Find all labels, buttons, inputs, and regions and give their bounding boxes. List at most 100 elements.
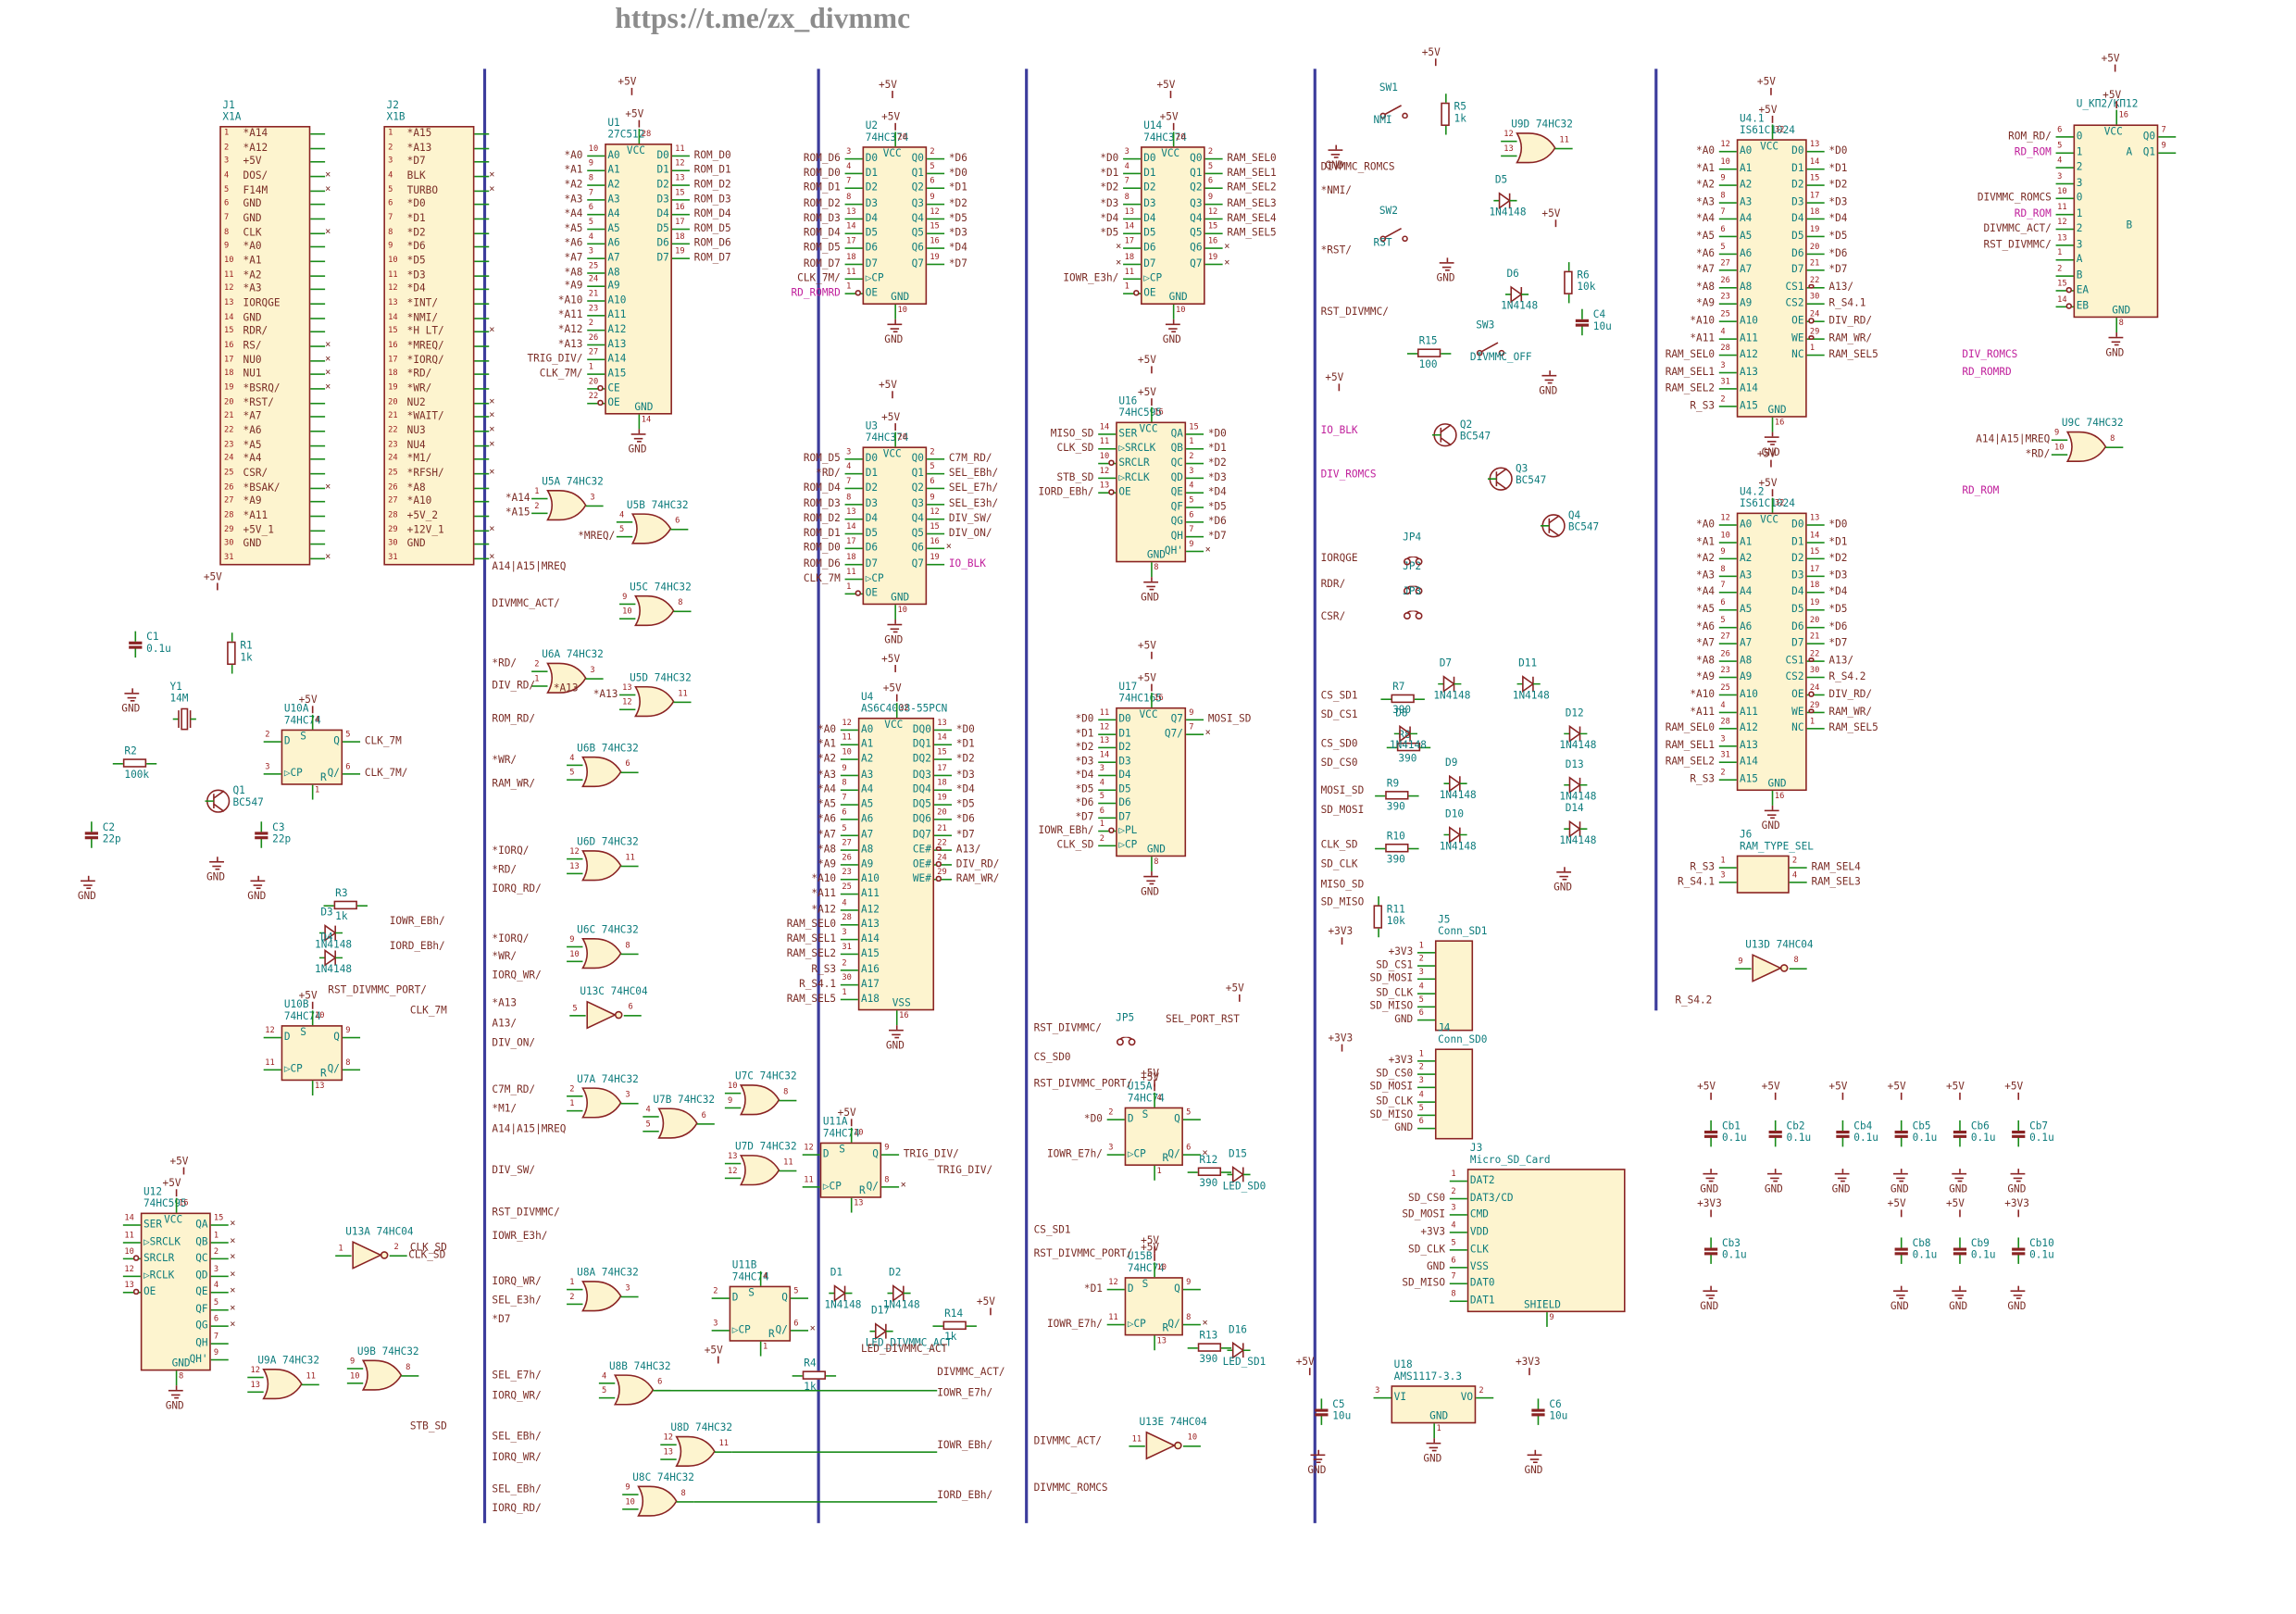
pin-name: A3 xyxy=(1739,195,1753,208)
gnd-bar xyxy=(1834,1172,1850,1175)
wire-segment xyxy=(1186,433,1204,435)
gnd-label: GND xyxy=(1700,1300,1719,1313)
power-label: +5V xyxy=(1945,1197,1965,1210)
gnd-bar xyxy=(253,883,263,886)
wire-segment xyxy=(531,670,548,672)
capacitor-plate xyxy=(1894,1247,1908,1250)
pin-name: D0 xyxy=(1143,152,1156,165)
net-label: *D0 xyxy=(1083,1113,1103,1125)
net-label: *A8 xyxy=(1696,281,1716,293)
net-label: *IORQ/ xyxy=(492,845,530,857)
ic-J5 xyxy=(1434,940,1474,1032)
power-label: +5V xyxy=(169,1155,189,1168)
pin-number: 2 xyxy=(393,1243,399,1253)
net-label: *D4 xyxy=(948,242,967,255)
net-label: *D3 xyxy=(1207,471,1227,483)
ic-U4 xyxy=(857,717,935,1011)
no-connect-mark: × xyxy=(489,465,495,478)
power-stub xyxy=(311,1001,314,1009)
gnd-symbol xyxy=(1317,1449,1320,1455)
diode-D8 xyxy=(1393,720,1417,743)
net-label: ROM_D4 xyxy=(803,482,841,494)
net-label: RAM_SEL4 xyxy=(1227,212,1277,224)
bus-line xyxy=(1025,69,1028,1523)
invert-bubble xyxy=(1808,283,1814,290)
pin-number: 16 xyxy=(388,341,398,351)
net-label: R_S4.2 xyxy=(1675,994,1713,1007)
pin-name: A11 xyxy=(607,309,627,321)
net-label: IOWR_E7h/ xyxy=(1046,1147,1103,1160)
power-label: +5V xyxy=(1137,354,1156,367)
wire-segment xyxy=(1718,744,1737,747)
net-label: *A9 xyxy=(1696,297,1716,310)
wire-segment xyxy=(1416,992,1435,995)
pin-number: 4 xyxy=(1189,482,1194,491)
invert-bubble xyxy=(1108,459,1114,466)
wire-segment xyxy=(643,1130,659,1132)
net-label: A14|A15|MREQ xyxy=(1976,433,2051,445)
gnd-label: GND xyxy=(1764,1182,1783,1195)
wire-segment xyxy=(1806,219,1825,220)
wire-segment xyxy=(791,1297,809,1299)
net-label: *D6 xyxy=(948,152,967,165)
pin-name: *A3 xyxy=(243,282,262,295)
net-label: ROM_D4 xyxy=(803,227,841,239)
wire-segment xyxy=(673,610,692,613)
wire-segment xyxy=(1106,1323,1125,1326)
bus-line xyxy=(1654,69,1657,1011)
wire-segment xyxy=(474,190,490,192)
gnd-symbol xyxy=(1172,319,1175,324)
pin-number: 3 xyxy=(1108,1144,1114,1153)
capacitor-plate xyxy=(1703,1134,1718,1138)
pin-number: 20 xyxy=(588,378,599,387)
resistor-ref: R3 xyxy=(335,887,348,900)
wire-segment xyxy=(585,505,604,507)
wire-segment xyxy=(260,821,263,832)
pin-number: 12 xyxy=(1207,207,1218,217)
pin-number: 10 xyxy=(2053,444,2065,453)
wire-segment xyxy=(1710,1120,1712,1131)
wire-segment xyxy=(310,317,326,319)
or-gate-shape xyxy=(581,1087,622,1119)
pin-name: GND xyxy=(406,537,426,550)
power-label: +5V xyxy=(1828,1081,1848,1093)
wire-segment xyxy=(2055,182,2074,184)
pin-name: OE xyxy=(607,396,620,409)
net-label: RAM_WR/ xyxy=(1828,332,1873,344)
wire-segment xyxy=(1806,677,1825,679)
wire-segment xyxy=(1154,1335,1155,1351)
wire-segment xyxy=(1806,694,1825,696)
power-stub xyxy=(1554,219,1557,228)
power-label: +5V xyxy=(881,411,901,424)
wire-segment xyxy=(1204,188,1223,190)
wire-segment xyxy=(671,256,690,259)
power-stub xyxy=(1341,937,1343,945)
wire-segment xyxy=(840,774,858,776)
ic-ref: U3 xyxy=(865,419,879,432)
pin-name: R xyxy=(320,1067,327,1080)
switch-value: DIVMMC_OFF xyxy=(1469,351,1532,364)
wire-segment xyxy=(1718,557,1737,560)
pin-number: 4 xyxy=(223,171,230,181)
pin-name: CMD xyxy=(1469,1208,1489,1221)
transistor-Q1 xyxy=(205,788,231,814)
net-label: *RST/ xyxy=(1320,244,1352,256)
gnd-symbol xyxy=(1710,1285,1712,1291)
wire-segment xyxy=(840,729,858,732)
pin-number: 27 xyxy=(842,838,852,848)
wire-segment xyxy=(2055,259,2074,262)
diode-value: LED_DIVMMC_ACT xyxy=(865,1337,953,1349)
pin-name: GND xyxy=(171,1358,191,1370)
pin-number: 2 xyxy=(1720,769,1726,778)
wire-segment xyxy=(1098,719,1117,721)
pin-number: 15 xyxy=(1809,547,1820,557)
power-stub xyxy=(182,1167,185,1175)
no-connect-mark: × xyxy=(945,541,952,553)
gnd-bar xyxy=(1148,882,1154,885)
gnd-bar xyxy=(171,1393,181,1395)
wire-segment xyxy=(1416,965,1435,968)
wire-segment xyxy=(840,819,858,821)
pin-number: 9 xyxy=(345,1026,351,1036)
gate-ref: U13D 74HC04 xyxy=(1745,938,1814,951)
or-gate-shape xyxy=(634,685,675,718)
